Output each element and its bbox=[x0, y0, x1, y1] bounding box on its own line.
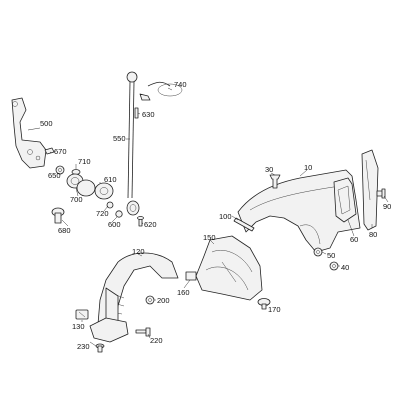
callout-10: 10 bbox=[304, 163, 312, 172]
callout-labels: 500 670 650 710 700 610 720 600 680 550 … bbox=[40, 80, 391, 351]
part-60-panel bbox=[333, 177, 357, 223]
callout-720: 720 bbox=[96, 209, 109, 218]
callout-630: 630 bbox=[142, 110, 155, 119]
callout-230: 230 bbox=[77, 342, 90, 351]
callout-160: 160 bbox=[177, 288, 190, 297]
leader-lines bbox=[27, 87, 389, 347]
callout-620: 620 bbox=[144, 220, 157, 229]
part-230-cover bbox=[89, 317, 129, 343]
part-90-clip bbox=[376, 188, 386, 199]
callout-220: 220 bbox=[150, 336, 163, 345]
callout-700: 700 bbox=[70, 195, 83, 204]
callout-680: 680 bbox=[58, 226, 71, 235]
part-610-wheel bbox=[76, 179, 114, 200]
part-80-brace bbox=[361, 149, 379, 231]
callout-550: 550 bbox=[113, 134, 126, 143]
part-50-grommet bbox=[313, 247, 323, 257]
part-230-screw bbox=[95, 343, 105, 353]
callout-610: 610 bbox=[104, 175, 117, 184]
part-670-screw bbox=[44, 147, 55, 155]
callout-670: 670 bbox=[54, 147, 67, 156]
callout-50: 50 bbox=[327, 251, 335, 260]
callout-30: 30 bbox=[265, 165, 273, 174]
callout-650: 650 bbox=[48, 171, 61, 180]
callout-60: 60 bbox=[350, 235, 358, 244]
part-130-clip bbox=[75, 309, 89, 320]
callout-740: 740 bbox=[174, 80, 187, 89]
part-600-cap bbox=[115, 210, 123, 218]
part-160-bracket bbox=[185, 271, 197, 281]
callout-80: 80 bbox=[369, 230, 377, 239]
callout-600: 600 bbox=[108, 220, 121, 229]
part-200-clip bbox=[145, 295, 155, 305]
part-220-rivet bbox=[135, 327, 151, 337]
callout-170: 170 bbox=[268, 305, 281, 314]
part-680-bolt bbox=[51, 207, 65, 224]
callout-130: 130 bbox=[72, 322, 85, 331]
callout-120: 120 bbox=[132, 247, 145, 256]
callout-100: 100 bbox=[219, 212, 232, 221]
part-40-grommet bbox=[329, 261, 339, 271]
part-620-bolt bbox=[137, 216, 144, 227]
part-30-screw bbox=[269, 174, 281, 189]
callout-500: 500 bbox=[40, 119, 53, 128]
callout-150: 150 bbox=[203, 233, 216, 242]
callout-710: 710 bbox=[78, 157, 91, 166]
part-630-clip bbox=[134, 107, 139, 119]
part-720-clip bbox=[106, 201, 114, 209]
part-170-clip bbox=[257, 298, 271, 310]
callout-40: 40 bbox=[341, 263, 349, 272]
part-500-bracket bbox=[11, 97, 47, 169]
part-740-cable bbox=[139, 81, 183, 101]
part-550-rod bbox=[126, 71, 140, 216]
callout-200: 200 bbox=[157, 296, 170, 305]
part-150-wheel-liner bbox=[195, 235, 263, 301]
part-10-fender bbox=[237, 169, 361, 253]
callout-90: 90 bbox=[383, 202, 391, 211]
part-100-strip bbox=[233, 217, 255, 232]
